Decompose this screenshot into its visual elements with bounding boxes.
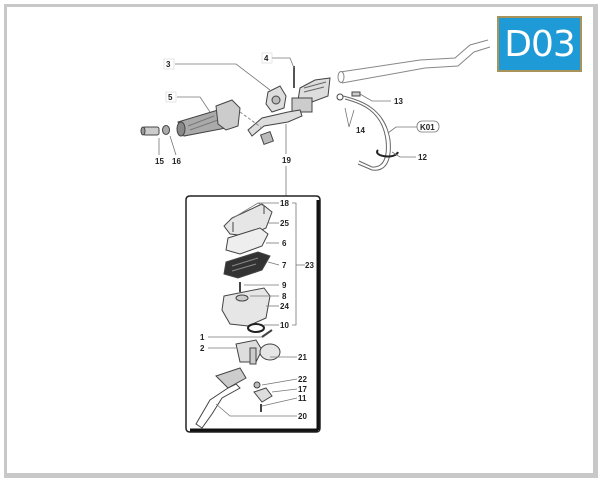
callout-4: 4 <box>264 54 269 63</box>
pump-lever-parts <box>195 329 281 429</box>
callout-16: 16 <box>172 157 181 166</box>
callout-23: 23 <box>305 261 314 270</box>
callout-K01: K01 <box>420 123 435 132</box>
callout-7: 7 <box>282 261 287 270</box>
master-cylinder <box>291 66 331 113</box>
callout-20: 20 <box>298 412 307 421</box>
brake-lever-upper <box>239 109 303 146</box>
callout-18: 18 <box>280 199 289 208</box>
callout-3: 3 <box>166 60 171 69</box>
callout-25: 25 <box>280 219 289 228</box>
callout-22: 22 <box>298 375 307 384</box>
handlebar-tube <box>337 39 491 84</box>
grip <box>176 99 241 137</box>
callout-6: 6 <box>282 239 287 248</box>
diagram-code-badge: D03 <box>497 16 582 72</box>
callout-24: 24 <box>280 302 289 311</box>
brake-hose <box>336 91 399 171</box>
callout-17: 17 <box>298 385 307 394</box>
callout-11: 11 <box>298 394 307 403</box>
callout-13: 13 <box>394 97 403 106</box>
callout-leaders-top <box>158 57 418 198</box>
callout-9: 9 <box>282 281 287 290</box>
callout-19: 19 <box>282 156 291 165</box>
callout-12: 12 <box>418 153 427 162</box>
callout-leaders-inset <box>208 202 305 417</box>
callout-5: 5 <box>168 93 173 102</box>
callout-2: 2 <box>200 344 205 353</box>
switch-housing <box>265 85 287 113</box>
callout-8: 8 <box>282 292 287 301</box>
bar-end <box>140 125 170 136</box>
callout-labels-top: 3 4 5 13 14 K01 12 15 16 19 <box>155 52 440 166</box>
callout-14: 14 <box>356 126 365 135</box>
callout-1: 1 <box>200 333 205 342</box>
callout-15: 15 <box>155 157 164 166</box>
callout-labels-inset: 18 25 6 7 23 9 8 24 10 1 2 21 22 17 11 2… <box>200 199 314 421</box>
callout-21: 21 <box>298 353 307 362</box>
callout-10: 10 <box>280 321 289 330</box>
reservoir-parts <box>221 203 273 333</box>
